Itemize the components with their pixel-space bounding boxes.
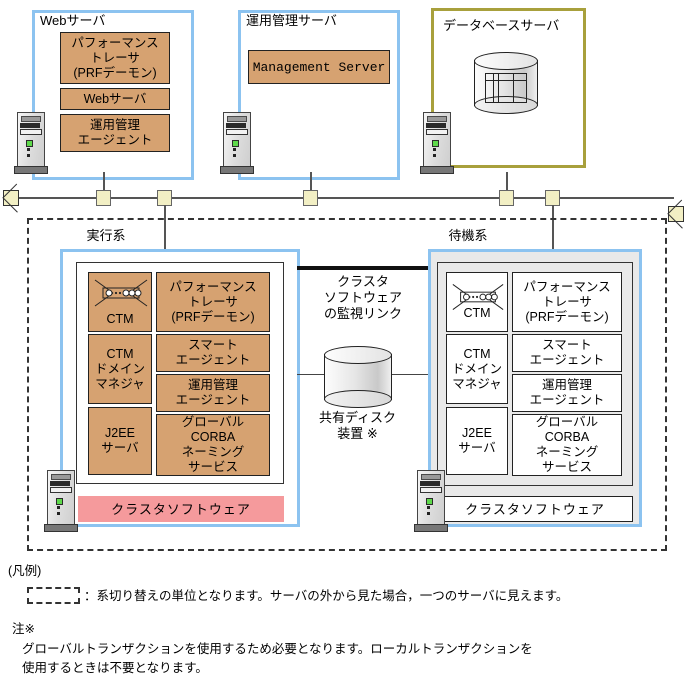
database-server-title: データベースサーバ bbox=[443, 18, 560, 33]
bus-terminator-left bbox=[3, 190, 19, 206]
shared-disk-link-right bbox=[390, 374, 428, 375]
legend-entry-text: ：系切り替えの単位となります。サーバの外から見た場合，一つのサーバに見えます。 bbox=[84, 589, 569, 603]
legend-dashed-key-icon bbox=[27, 587, 80, 604]
web-module-mgmt-agent: 運用管理 エージェント bbox=[60, 114, 170, 152]
standby-module-prf-tracer: パフォーマンス トレーサ (PRFデーモン) bbox=[512, 272, 622, 332]
active-module-ctm-domain-manager: CTM ドメイン マネジャ bbox=[88, 334, 152, 404]
bus-terminator-right bbox=[668, 206, 684, 222]
standby-node-tower-icon bbox=[414, 470, 448, 532]
note-heading: 注※ bbox=[12, 622, 35, 636]
standby-module-smart-agent: スマート エージェント bbox=[512, 334, 622, 372]
cluster-monitor-link-label: クラスタ ソフトウェア の監視リンク bbox=[323, 274, 402, 321]
bus-connector-standby-node bbox=[545, 190, 560, 206]
standby-module-j2ee-server: J2EE サーバ bbox=[446, 407, 508, 475]
bus-stem-management bbox=[310, 172, 312, 192]
note-body: グローバルトランザクションを使用するため必要となります。ローカルトランザクション… bbox=[22, 642, 533, 675]
active-module-mgmt-agent: 運用管理 エージェント bbox=[156, 374, 270, 412]
bus-stem-database bbox=[506, 172, 508, 192]
standby-module-ctm-domain-manager: CTM ドメイン マネジャ bbox=[446, 334, 508, 404]
active-node-inner-frame bbox=[76, 262, 284, 484]
shared-disk-cylinder-icon bbox=[324, 346, 392, 408]
ctm-glyph-icon bbox=[94, 279, 148, 307]
management-server-module: Management Server bbox=[248, 50, 390, 84]
standby-module-mgmt-agent: 運用管理 エージェント bbox=[512, 374, 622, 412]
web-server-tower-icon bbox=[14, 112, 48, 174]
bus-connector-web bbox=[96, 190, 111, 206]
ctm-glyph-icon bbox=[452, 284, 504, 310]
active-module-prf-tracer: パフォーマンス トレーサ (PRFデーモン) bbox=[156, 272, 270, 332]
database-server-tower-icon bbox=[420, 112, 454, 174]
standby-module-ctm: CTM bbox=[446, 272, 508, 332]
network-bus-line bbox=[12, 197, 674, 199]
standby-cluster-software: クラスタソフトウェア bbox=[437, 496, 633, 522]
bus-connector-management bbox=[303, 190, 318, 206]
standby-node-title: 待機系 bbox=[448, 228, 488, 243]
active-module-j2ee-server: J2EE サーバ bbox=[88, 407, 152, 475]
cluster-monitor-link-line bbox=[297, 266, 428, 270]
failover-unit-region bbox=[27, 218, 667, 551]
bus-stem-web bbox=[103, 172, 105, 192]
standby-module-ctm-label: CTM bbox=[463, 306, 491, 320]
shared-disk-link-left bbox=[297, 374, 324, 375]
legend-heading: (凡例) bbox=[8, 564, 42, 578]
bus-connector-active-node bbox=[157, 190, 172, 206]
web-module-web-server: Webサーバ bbox=[60, 88, 170, 110]
active-module-smart-agent: スマート エージェント bbox=[156, 334, 270, 372]
active-module-global-corba-naming: グローバル CORBA ネーミング サービス bbox=[156, 414, 270, 476]
shared-disk-label: 共有ディスク 装置 ※ bbox=[318, 410, 397, 441]
bus-connector-database bbox=[499, 190, 514, 206]
bus-stem-standby-node bbox=[552, 205, 554, 260]
management-server-frame bbox=[238, 10, 400, 180]
active-module-ctm-label: CTM bbox=[106, 312, 134, 326]
active-node-tower-icon bbox=[44, 470, 78, 532]
standby-module-global-corba-naming: グローバル CORBA ネーミング サービス bbox=[512, 414, 622, 476]
standby-node-inner-frame bbox=[437, 262, 633, 486]
web-module-prf-tracer: パフォーマンス トレーサ (PRFデーモン) bbox=[60, 32, 170, 84]
management-server-tower-icon bbox=[220, 112, 254, 174]
active-module-ctm: CTM bbox=[88, 272, 152, 332]
web-server-title: Webサーバ bbox=[40, 13, 106, 28]
database-cylinder-icon bbox=[474, 52, 538, 114]
active-node-title: 実行系 bbox=[86, 228, 126, 243]
bus-stem-active-node bbox=[164, 205, 166, 260]
active-cluster-software: クラスタソフトウェア bbox=[78, 496, 284, 522]
management-server-title: 運用管理サーバ bbox=[246, 13, 337, 28]
